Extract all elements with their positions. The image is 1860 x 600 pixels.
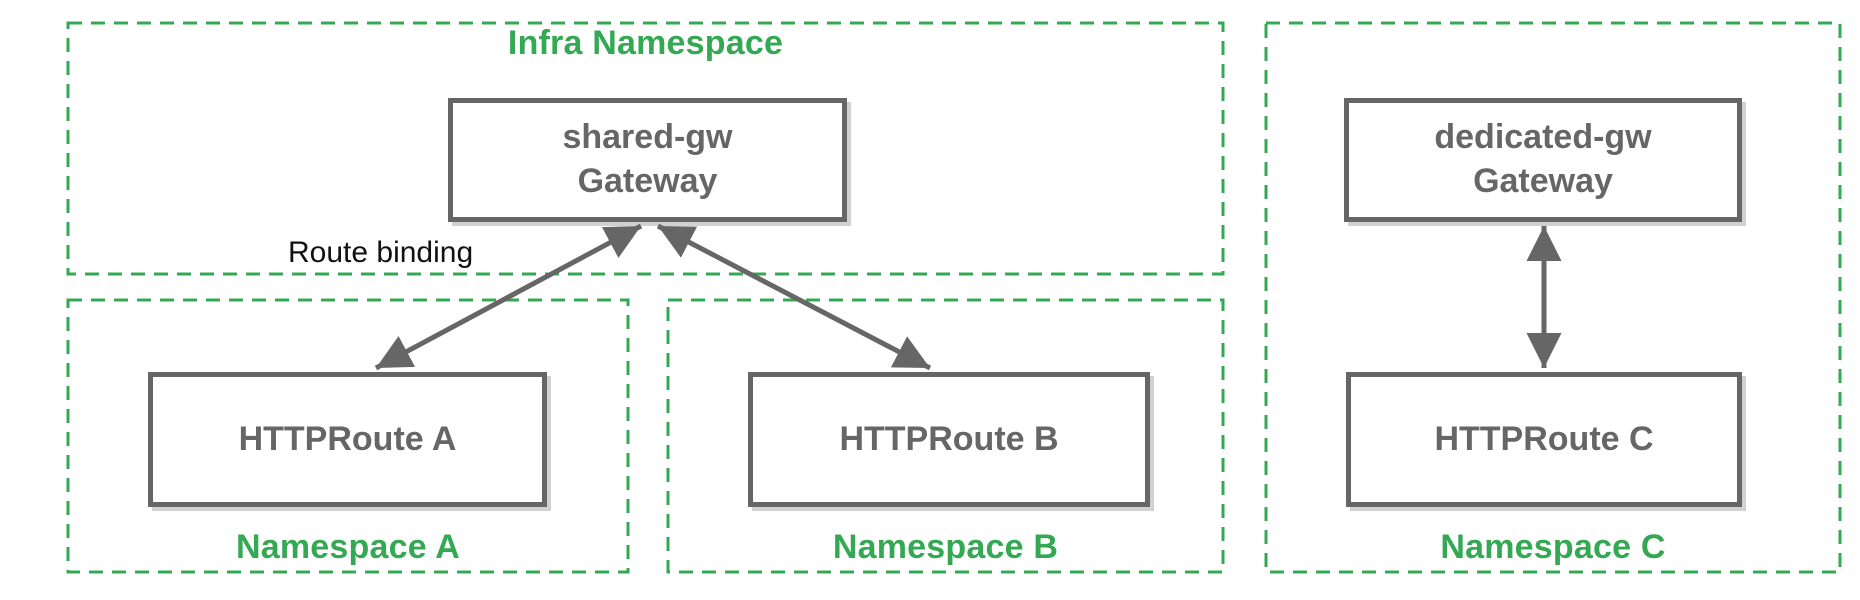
route-binding-label: Route binding bbox=[288, 236, 474, 269]
httproute-c-node: HTTPRoute C bbox=[1346, 372, 1742, 507]
namespace-c-border bbox=[1264, 21, 1842, 574]
edge-httproute-a-to-shared-gw bbox=[374, 223, 643, 371]
shared-gw-gateway-node: shared-gw Gateway bbox=[448, 98, 847, 222]
edge-httproute-b-to-shared-gw bbox=[656, 223, 932, 371]
namespace-a-border bbox=[66, 298, 630, 574]
namespace-a-label: Namespace A bbox=[236, 528, 460, 566]
httproute-b-node: HTTPRoute B bbox=[748, 372, 1150, 507]
infra-namespace-label: Infra Namespace bbox=[507, 24, 784, 62]
namespace-b-label: Namespace B bbox=[832, 528, 1059, 566]
dedicated-gw-gateway-node: dedicated-gw Gateway bbox=[1344, 98, 1742, 222]
namespace-c-label: Namespace C bbox=[1440, 528, 1666, 566]
infra-namespace-border bbox=[66, 21, 1225, 276]
httproute-a-node: HTTPRoute A bbox=[148, 372, 547, 507]
namespace-b-border bbox=[666, 298, 1225, 574]
